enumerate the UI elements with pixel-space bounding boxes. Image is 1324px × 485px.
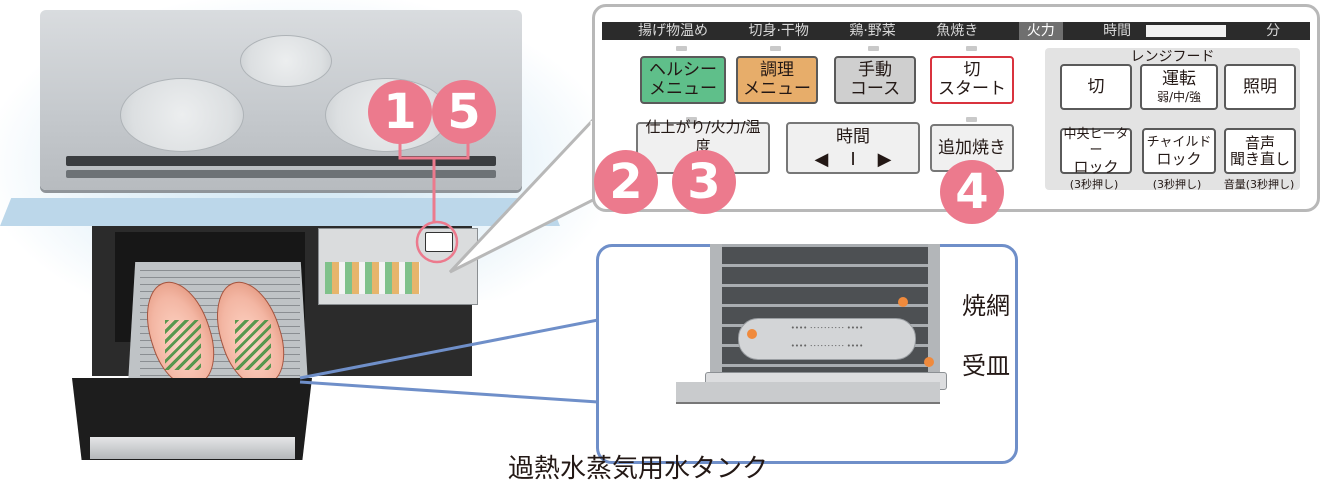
key-label: コース [849,79,901,99]
key-label: メニュー [743,79,811,99]
cooktop-button-strip [66,170,496,178]
grill-drawer-handle[interactable] [90,437,295,459]
key-label: 追加焼き [938,137,1006,158]
label-grill-net: 焼網 [962,292,1010,320]
key-label: 切 [963,60,981,80]
herb-garnish [235,320,271,370]
leader-dot [747,329,757,339]
time-button[interactable]: 時間 ◀ I ▶ [786,122,920,174]
hint-volume: 音量(3秒押し) [1223,178,1295,191]
arrow-left-icon: ◀ [814,148,829,170]
power-switch[interactable] [425,232,453,252]
grill-net-zoom [722,244,928,382]
hood-off-button[interactable]: 切 [1060,64,1132,110]
key-label: 照明 [1243,76,1277,97]
indicator-led [770,46,781,51]
grill-panel-keys [325,262,420,294]
manual-course-button[interactable]: 手動 コース [834,56,916,104]
display-item: 揚げ物温め [638,23,708,39]
hood-run-button[interactable]: 運転 弱/中/強 [1140,64,1218,110]
off-start-button[interactable]: 切 スタート [930,56,1014,104]
grill-drawer-zoom [676,382,940,404]
divider-icon: I [850,148,856,170]
step-number-5: 5 [432,80,496,144]
display-item: 鶏·野菜 [849,23,896,39]
leader-dot [898,297,908,307]
key-label: ロック [1156,150,1202,168]
cooking-menu-button[interactable]: 調理 メニュー [736,56,818,104]
indicator-led [686,117,697,122]
indicator-led [868,46,879,51]
voice-repeat-button[interactable]: 音声 聞き直し [1224,128,1296,174]
display-bar: 揚げ物温め 切身·干物 鶏·野菜 魚焼き 火力 時間 分 [602,22,1310,40]
display-item: 切身·干物 [748,23,809,39]
display-unit: 分 [1266,23,1281,39]
cooktop-control-strip [66,156,496,166]
steam-water-tank: •••• ･･････････ •••••••• ･･････････ •••• [738,318,916,360]
burner-left [120,78,244,152]
key-label: 運転 [1162,68,1196,89]
key-label: 調理 [760,60,794,80]
key-label: 音声 [1244,134,1275,152]
key-label: チャイルド [1146,135,1212,150]
indicator-led [676,46,687,51]
label-drip-tray: 受皿 [962,352,1010,380]
label-steam-tank: 過熱水蒸気用水タンク [508,454,769,484]
arrow-right-icon: ▶ [877,148,892,170]
key-label: 切 [1087,76,1105,97]
healthy-menu-button[interactable]: ヘルシー メニュー [640,56,726,104]
leader-dot [924,357,934,367]
key-label: 弱/中/強 [1156,89,1202,104]
display-time-field [1145,25,1226,37]
hint-3sec: (3秒押し) [1152,178,1202,191]
step-number-1: 1 [368,80,432,144]
display-selected: 火力 [1018,22,1063,40]
center-heater-lock-button[interactable]: 中央ヒーター ロック [1060,127,1132,176]
herb-garnish [165,320,201,370]
hood-light-button[interactable]: 照明 [1224,64,1296,110]
key-label: 聞き直し [1229,150,1290,168]
burner-center [240,35,332,87]
countertop [0,198,560,226]
key-label: 時間 [836,126,870,147]
display-item: 魚焼き [936,23,979,39]
key-label: ヘルシー [649,60,717,80]
key-label: ロック [1073,158,1119,176]
step-number-3: 3 [672,150,736,214]
indicator-led [966,117,977,122]
display-time-label: 時間 [1103,23,1132,39]
child-lock-button[interactable]: チャイルド ロック [1142,128,1216,174]
key-label: 手動 [858,60,892,80]
indicator-led [966,46,977,51]
key-label: 中央ヒーター [1063,127,1129,158]
key-label: メニュー [649,79,717,99]
step-number-2: 2 [594,150,658,214]
key-label: スタート [938,79,1006,99]
step-number-4: 4 [940,160,1004,224]
range-hood-title: レンジフード [1130,49,1215,65]
hint-3sec: (3秒押し) [1069,178,1119,191]
